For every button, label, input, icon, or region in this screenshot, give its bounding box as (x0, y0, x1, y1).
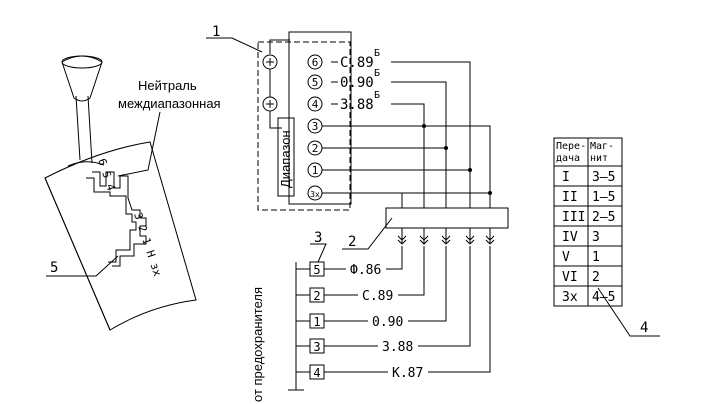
supply-label: от предохранителя (250, 287, 265, 402)
connector-2-wire: С.89 (362, 289, 393, 304)
neutral-leader (117, 111, 161, 177)
position-6-wire: С.89 (340, 55, 374, 71)
connector-3-wire: 3.88 (382, 340, 413, 355)
table-row-4-magnet: 1 (592, 250, 600, 265)
range-vertical-label: Диапазон (278, 130, 293, 188)
lever-shaft (75, 95, 81, 161)
position-6-superscript: Б (374, 48, 380, 59)
position-4-circle (307, 96, 323, 112)
connector-5-number: 5 (313, 263, 320, 277)
callout-1-group: 1 (206, 24, 263, 53)
table-row-4-gear: V (562, 250, 570, 265)
position-5-number: 5 (312, 76, 319, 89)
connector-housing (385, 207, 509, 229)
table-header-0-line1: Пере- (556, 141, 586, 152)
table-row-5-magnet: 2 (592, 270, 600, 285)
table-row-1-gear: II (562, 190, 578, 205)
position-5-superscript: Б (374, 68, 380, 79)
table-header-1-line1: Маг- (590, 141, 614, 152)
connector-3-number: 3 (313, 340, 320, 354)
position-4-number: 4 (312, 98, 319, 111)
connector-4-number: 4 (313, 366, 320, 380)
table-row-5-gear: VI (562, 270, 578, 285)
position-6-number: 6 (312, 56, 319, 69)
table-header-0-line2: дача (556, 153, 580, 164)
supply-bus: от предохранителя 3 (250, 230, 327, 402)
gate-slot (92, 171, 147, 267)
connector-1-number: 1 (313, 315, 320, 329)
callout-2: 2 (348, 234, 356, 250)
connector-2-number: 2 (313, 289, 320, 303)
position-5-circle (307, 74, 323, 90)
connector-5-wire: Ф.86 (350, 263, 381, 278)
magnet-connectors: 5 Ф.86 2 С.89 1 0.90 3 3.88 4 К.87 (296, 246, 491, 381)
range-label-box (277, 117, 295, 197)
callout-1: 1 (212, 24, 220, 40)
table-row-6-gear: Зх (562, 290, 578, 305)
position-4-superscript: Б (374, 90, 380, 101)
gate-numbers-right: 3 2 1 Н зх (131, 211, 164, 278)
position-Зх-number: Зх (310, 190, 320, 199)
connector-1-wire: 0.90 (372, 315, 403, 330)
table-row-3-gear: IV (562, 230, 578, 245)
position-3-number: 3 (312, 120, 319, 133)
connector-4-wire: К.87 (392, 366, 423, 381)
position-6-circle (307, 54, 323, 70)
table-header-1-line2: нит (590, 153, 608, 164)
table-row-1-magnet: 1–5 (592, 190, 615, 205)
connector-pins (397, 228, 495, 245)
switch-wiring (322, 61, 492, 208)
table-row-0-magnet: 3–5 (592, 170, 615, 185)
callout-3: 3 (314, 230, 322, 246)
table-row-3-magnet: 3 (592, 230, 600, 245)
position-4-wire: 3.88 (340, 97, 374, 113)
connector-bar: 2 (342, 207, 509, 250)
position-5-wire: 0.90 (340, 75, 374, 91)
callout-4-group: 4 (597, 287, 660, 337)
table-row-0-gear: I (562, 170, 570, 185)
callout-4: 4 (640, 320, 648, 336)
neutral-label-line2: междиапазонная (118, 96, 221, 111)
position-2-number: 2 (312, 142, 319, 155)
gate-plate (44, 141, 197, 331)
position-1-number: 1 (312, 164, 319, 177)
table-row-2-magnet: 2–5 (592, 210, 615, 225)
range-switch-block: Диапазон (257, 31, 352, 211)
table-row-2-gear: III (562, 210, 585, 225)
neutral-label-line1: Нейтраль (138, 78, 197, 93)
lever-knob (61, 55, 103, 102)
gear-lever-assembly: 6 5 4 3 2 1 Н зх Нейтраль междиапазонная… (44, 55, 221, 331)
callout-5: 5 (50, 260, 58, 276)
